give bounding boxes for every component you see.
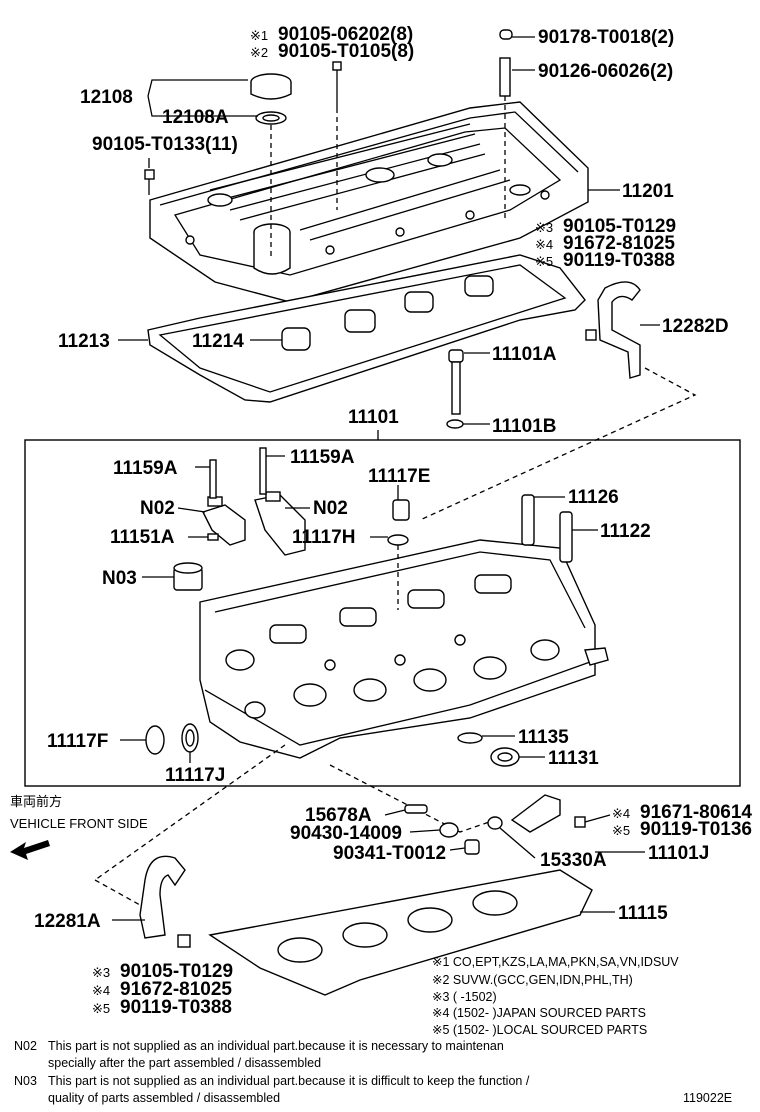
cylinder-head [199,539,609,759]
label-11135: 11135 [518,727,569,748]
label-11214: 11214 [192,331,244,352]
label-11131: 11131 [548,748,599,769]
label-11159a-right: 11159A [290,447,355,468]
label-90126: 90126-06026(2) [538,61,673,82]
plug-tube-seals [281,275,494,351]
note-n03-line1: This part is not supplied as an individu… [48,1074,530,1088]
label-90178: 90178-T0018(2) [538,27,674,48]
note-n02-line2: specially after the part assembled / dis… [48,1056,321,1070]
diagram-id: 119022E [683,1091,732,1105]
mark-5-bot: ※5 [92,1001,110,1016]
label-11101b: 11101B [492,416,556,437]
n03-lifter [173,562,203,591]
label-90341: 90341-T0012 [333,843,446,864]
label-15678a: 15678A [305,805,372,826]
legend: ※1 CO,EPT,KZS,LA,MA,PKN,SA,VN,IDSUV ※2 S… [432,955,679,1037]
leader-lines [112,36,660,921]
label-11159a-left: 11159A [113,458,178,479]
label-12281a: 12281A [34,911,101,932]
vehicle-front-jp: 車両前方 [10,794,62,809]
label-11126: 11126 [568,487,619,508]
plug-11117E [387,499,410,546]
note-n03-code: N03 [14,1074,37,1088]
label-11117f: 11117F [47,731,108,752]
label-90430: 90430-14009 [290,823,402,844]
oil-filler-cap [250,73,292,125]
label-11122: 11122 [600,521,651,542]
legend-line-4: ※4 (1502- )JAPAN SOURCED PARTS [432,1006,646,1020]
label-11101: 11101 [348,407,399,428]
bottom-parts [404,794,586,855]
label-11213: 11213 [58,331,110,352]
label-n02-right: N02 [313,498,348,519]
label-bracket-bolt-b: 91672-81025 [563,233,675,254]
label-n02-left: N02 [140,498,175,519]
vehicle-front-en: VEHICLE FRONT SIDE [10,816,148,831]
cylinder-head-frame [24,439,741,787]
legend-line-2: ※2 SUVW.(GCC,GEN,IDN,PHL,TH) [432,973,633,987]
cover-bolts [144,29,513,195]
plug-11117F [145,723,199,755]
labels: 12108 12108A ※1 90105-06202(8) ※2 90105-… [10,24,752,1018]
mark-4-mid: ※4 [612,806,630,821]
label-11115: 11115 [618,903,668,924]
engine-hanger-12282D [585,281,641,379]
label-bracket2-bolt-b: 91672-81025 [120,979,232,1000]
mark-4-top: ※4 [535,237,553,252]
note-n02-line1: This part is not supplied as an individu… [48,1039,504,1053]
label-11117j: 11117J [165,765,225,786]
label-bolt-cover-1: 90105-06202(8) [278,24,413,45]
legend-line-5: ※5 (1502- )LOCAL SOURCED PARTS [432,1023,647,1037]
label-11117h: 11117H [292,527,355,548]
label-n03: N03 [102,568,137,589]
label-11101a: 11101A [492,344,557,365]
label-bracket-bolt-a: 90105-T0129 [563,216,676,237]
label-11201: 11201 [622,181,674,202]
label-91671: 91671-80614 [640,802,752,823]
mark-3-bot: ※3 [92,965,110,980]
mark-4-bot: ※4 [92,983,110,998]
front-arrow-icon [10,840,50,860]
valve-guides [521,494,573,563]
mark-5-mid: ※5 [612,823,630,838]
label-90105-t0133: 90105-T0133(11) [92,134,238,155]
label-11101j: 11101J [648,843,709,864]
label-11117e: 11117E [368,466,430,487]
label-12108a: 12108A [162,107,229,128]
label-bracket2-bolt-a: 90105-T0129 [120,961,233,982]
label-15330a: 15330A [540,850,607,871]
mark-3-top: ※3 [535,220,553,235]
mark-1: ※1 [250,28,268,43]
cam-caps [202,447,306,556]
engine-hanger-12281A [139,855,191,948]
label-bolt-cover-2: 90105-T0105(8) [278,41,414,62]
legend-line-1: ※1 CO,EPT,KZS,LA,MA,PKN,SA,VN,IDSUV [432,955,679,969]
mark-5-top: ※5 [535,254,553,269]
label-bracket-bolt-c: 90119-T0388 [563,250,675,271]
note-n02-code: N02 [14,1039,37,1053]
label-12108: 12108 [80,87,133,108]
dashed-guides [94,96,697,906]
head-gasket [208,869,593,996]
head-bolt [446,349,464,429]
cylinder-head-cover [149,101,589,303]
mark-2: ※2 [250,45,268,60]
legend-line-3: ※3 ( -1502) [432,990,497,1004]
label-bracket2-bolt-c: 90119-T0388 [120,997,232,1018]
label-90119-t0136: 90119-T0136 [640,819,752,840]
notes: N02 This part is not supplied as an indi… [14,1039,732,1105]
seals-11135-11131 [457,732,520,767]
label-11151a: 11151A [110,527,175,548]
label-12282d: 12282D [662,316,729,337]
note-n03-line2: quality of parts assembled / disassemble… [48,1091,280,1105]
